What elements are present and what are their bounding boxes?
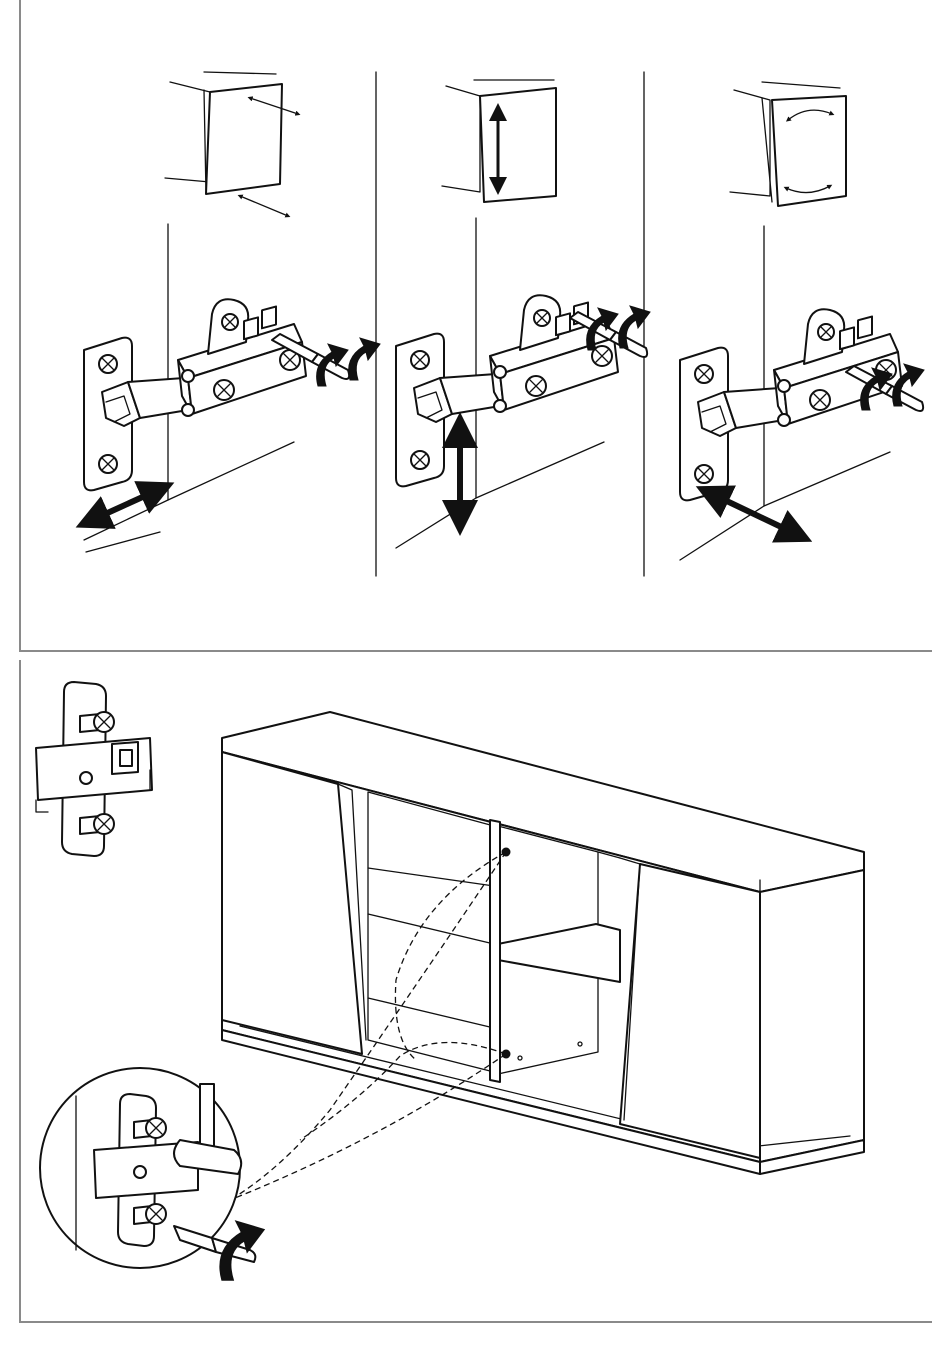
step-2-height-adjustment (396, 80, 650, 548)
step-1-side-adjustment (84, 72, 380, 552)
sideboard-cabinet (222, 712, 864, 1200)
side-adjust-arrow-icon (92, 490, 158, 520)
door-tilt-icon (165, 72, 298, 216)
door-depth-icon (730, 82, 846, 206)
center-door-edge (490, 820, 500, 1082)
screw-icon (80, 712, 114, 732)
step-3-depth-adjustment (680, 82, 924, 560)
depth-adjust-arrow-icon (712, 494, 796, 534)
hinge-icon (84, 299, 306, 490)
door-height-icon (442, 80, 556, 202)
mounting-plate-detail (36, 682, 152, 856)
right-door (620, 864, 760, 1158)
magnified-detail (40, 1068, 264, 1280)
